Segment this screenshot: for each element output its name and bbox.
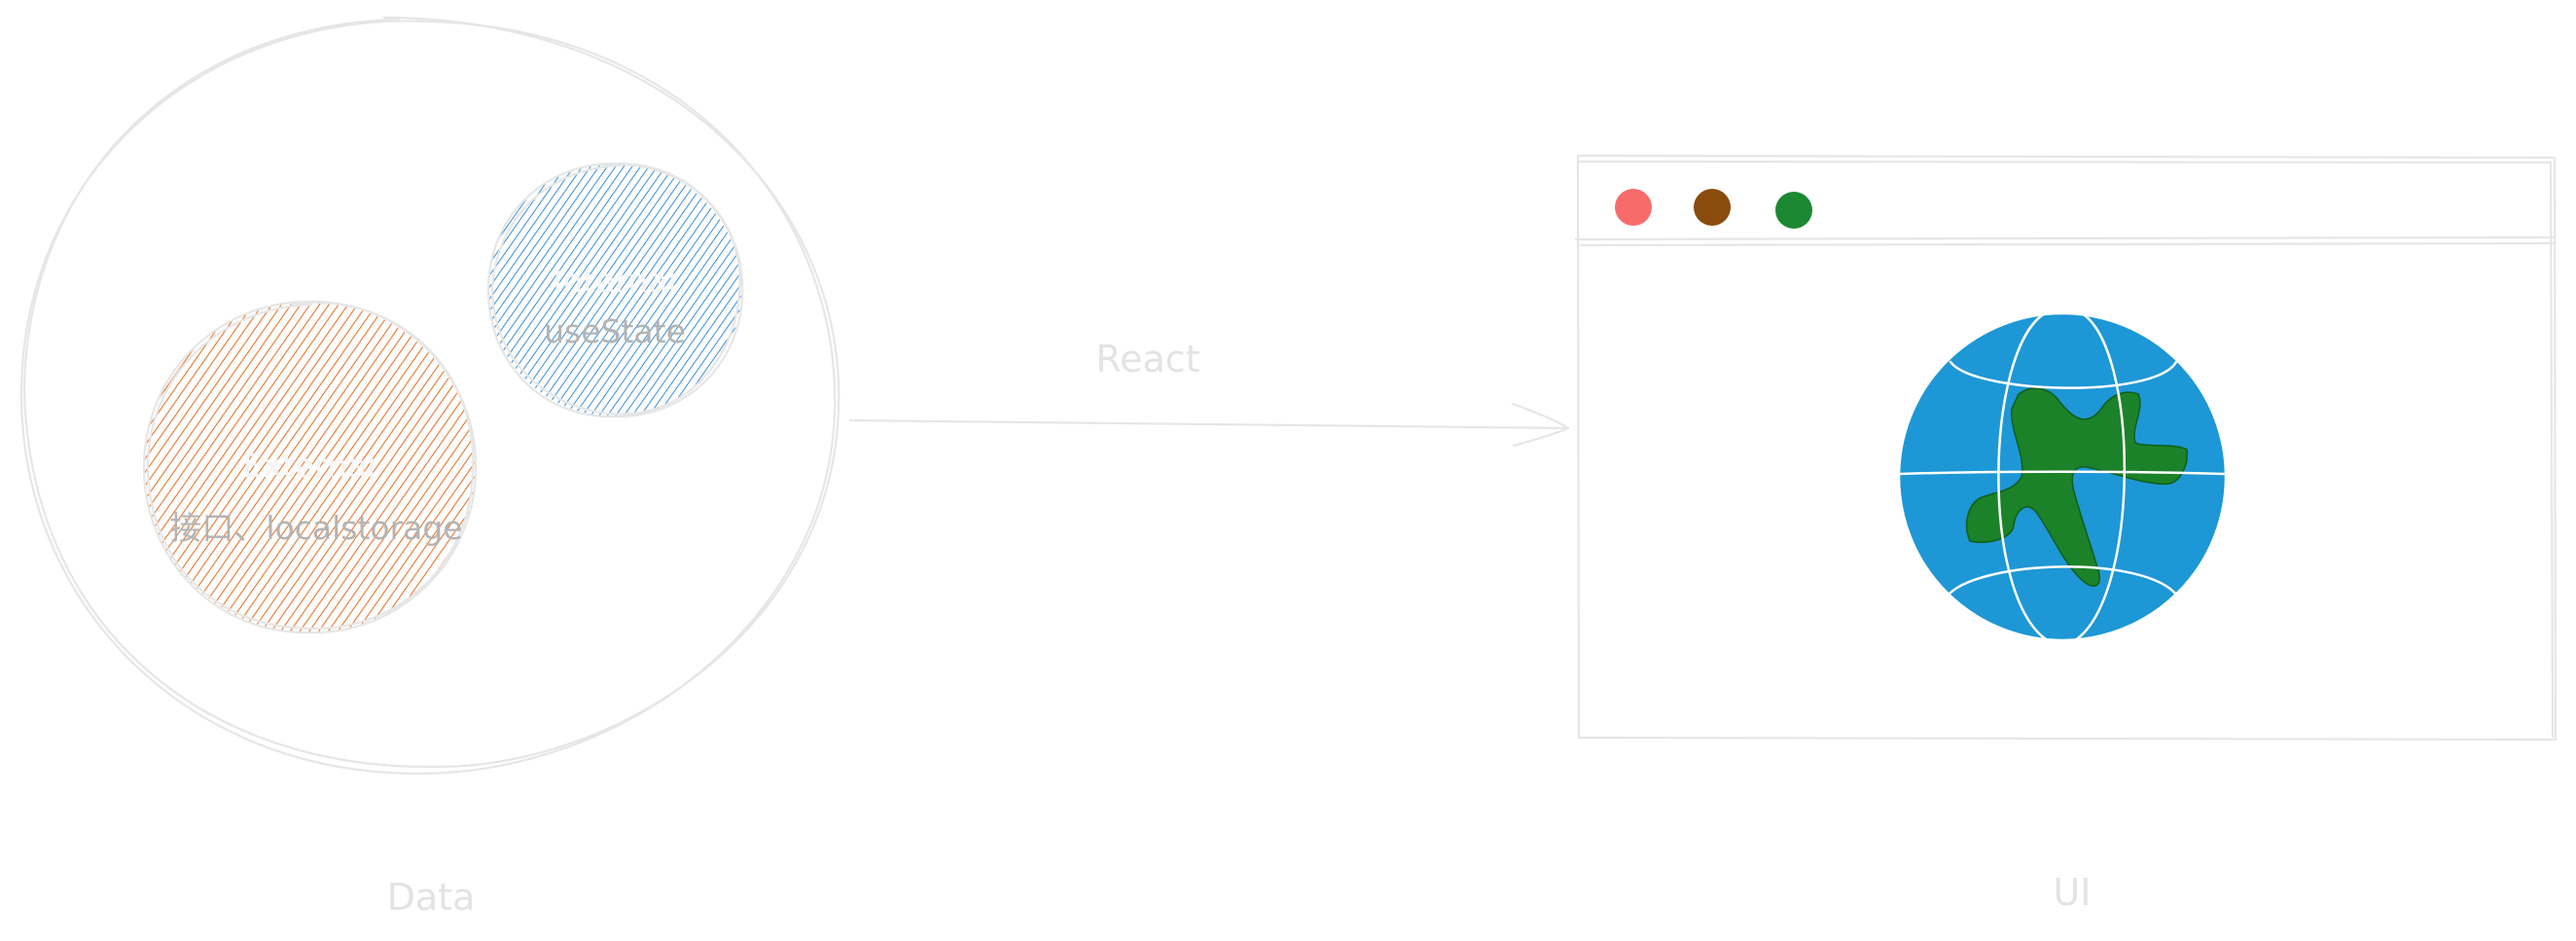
- window-maximize-button[interactable]: [1775, 192, 1812, 229]
- arrow-label: React: [1095, 338, 1199, 380]
- data-label: Data: [387, 876, 476, 919]
- data-container-ellipse: [19, 16, 841, 776]
- external-data-detail: 接口、localstorage: [169, 509, 462, 547]
- internal-data-circle: Internal useState: [486, 162, 744, 418]
- external-data-title: External: [243, 447, 376, 485]
- window-minimize-button[interactable]: [1694, 189, 1731, 226]
- internal-data-detail: useState: [544, 312, 686, 350]
- ui-window: [1574, 154, 2558, 742]
- external-data-circle: External 接口、localstorage: [142, 300, 478, 634]
- window-close-button[interactable]: [1615, 189, 1652, 226]
- ui-label: UI: [2053, 871, 2091, 914]
- react-arrow: [848, 402, 1570, 448]
- internal-data-title: Internal: [553, 262, 676, 300]
- globe-icon: [1897, 311, 2228, 644]
